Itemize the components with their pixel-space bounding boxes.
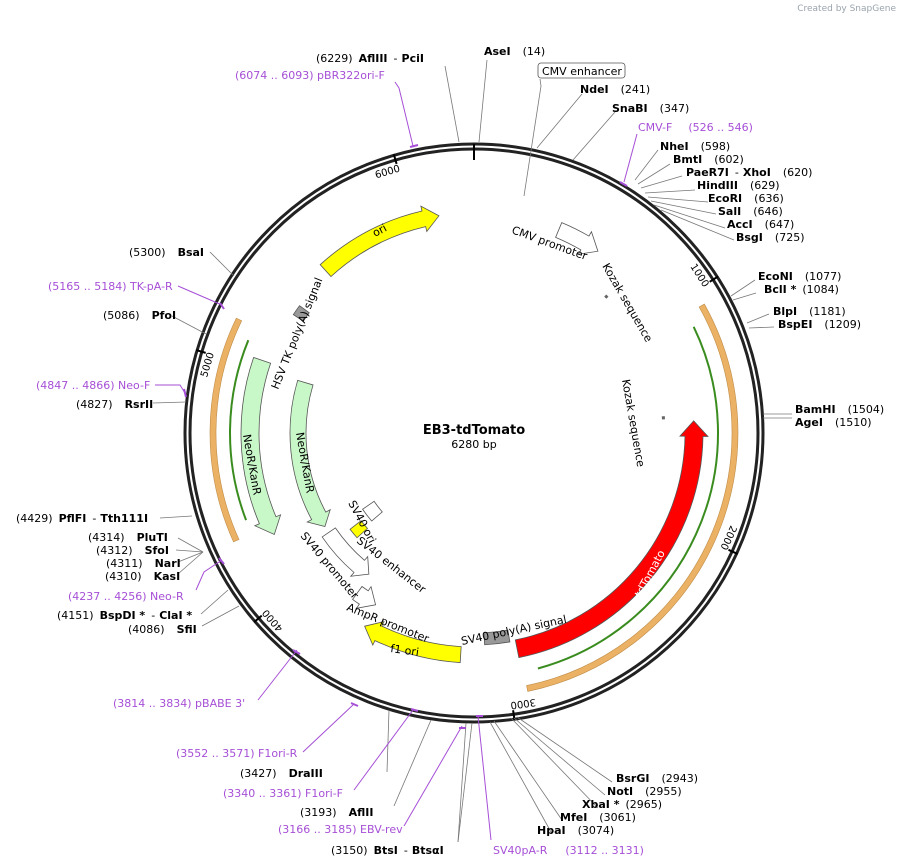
svg-text:NotI(2955): NotI(2955) xyxy=(607,785,682,798)
primer-markers xyxy=(183,144,628,729)
svg-text:(3427)DraIII: (3427)DraIII xyxy=(240,767,323,780)
svg-text:BlpI(1181): BlpI(1181) xyxy=(773,305,846,318)
feature-arrow-12 xyxy=(289,379,331,528)
restriction-site-labels: (6229)AflIII-PciI AseI(14) NdeI(241) Sna… xyxy=(16,45,884,857)
backbone xyxy=(183,142,765,724)
svg-text:BamHI(1504): BamHI(1504) xyxy=(795,403,884,416)
svg-text:(4314)PluTI: (4314)PluTI xyxy=(88,531,168,544)
svg-text:(5165 .. 5184) TK-pA-R: (5165 .. 5184) TK-pA-R xyxy=(48,280,173,293)
svg-text:SalI(646): SalI(646) xyxy=(718,205,783,218)
svg-text:(4310)KasI: (4310)KasI xyxy=(105,570,180,583)
svg-text:(3814 .. 3834) pBABE 3': (3814 .. 3834) pBABE 3' xyxy=(113,697,245,710)
svg-text:(5086)PfoI: (5086)PfoI xyxy=(103,309,176,322)
leader-lines xyxy=(152,59,792,843)
cmv-enhancer-label-box xyxy=(537,62,626,79)
svg-text:CMV enhancer: CMV enhancer xyxy=(542,65,622,78)
svg-text:(4086)SfiI: (4086)SfiI xyxy=(128,623,197,636)
svg-text:BmtI(602): BmtI(602) xyxy=(673,153,744,166)
tick-label-4000: 4000 xyxy=(261,607,286,633)
svg-text:(5300)BsaI: (5300)BsaI xyxy=(129,246,204,259)
feature-labels: CMV enhancer CMV promoter Kozak sequence… xyxy=(240,62,668,659)
svg-text:(4429)PflFI-Tth111I: (4429)PflFI-Tth111I xyxy=(16,512,148,525)
feature-arrow-4 xyxy=(514,420,709,659)
tick-mark-6000 xyxy=(392,154,398,165)
svg-text:BclI *(1084): BclI *(1084) xyxy=(764,283,839,296)
svg-text:SnaBI(347): SnaBI(347) xyxy=(612,102,689,115)
tick-mark-5000 xyxy=(195,349,206,354)
svg-text:AccI(647): AccI(647) xyxy=(727,218,794,231)
svg-text:MfeI(3061): MfeI(3061) xyxy=(560,811,636,824)
orf-layer xyxy=(209,303,739,692)
svg-text:(4827)RsrII: (4827)RsrII xyxy=(76,398,153,411)
plasmid-name: EB3-tdTomato xyxy=(423,423,525,438)
feature-kozak-2 xyxy=(604,294,609,299)
svg-text:(4312)SfoI: (4312)SfoI xyxy=(96,544,169,557)
svg-text:f1 ori: f1 ori xyxy=(390,642,420,659)
feature-box-9 xyxy=(349,520,369,539)
tick-label-1000: 1000 xyxy=(688,262,711,289)
svg-text:EcoRI(636): EcoRI(636) xyxy=(708,192,784,205)
svg-text:Kozak sequence: Kozak sequence xyxy=(619,378,647,468)
svg-text:AseI(14): AseI(14) xyxy=(484,45,545,58)
plasmid-length: 6280 bp xyxy=(451,438,496,451)
svg-text:(4151)BspDI *-ClaI *: (4151)BspDI *-ClaI * xyxy=(57,609,192,622)
svg-text:(3166 .. 3185) EBV-rev: (3166 .. 3185) EBV-rev xyxy=(278,823,403,836)
svg-text:(6229)AflIII-PciI: (6229)AflIII-PciI xyxy=(316,52,424,65)
svg-text:CMV-F(526 .. 546): CMV-F(526 .. 546) xyxy=(638,121,753,134)
orf-band-1 xyxy=(209,317,243,543)
svg-text:(4847 .. 4866) Neo-F: (4847 .. 4866) Neo-F xyxy=(36,379,150,392)
svg-text:(4237 .. 4256) Neo-R: (4237 .. 4256) Neo-R xyxy=(68,590,184,603)
svg-text:EcoNI(1077): EcoNI(1077) xyxy=(758,270,841,283)
svg-text:(3150)BtsI-BtsαI: (3150)BtsI-BtsαI xyxy=(331,844,444,857)
svg-text:HpaI(3074): HpaI(3074) xyxy=(537,824,614,837)
primer-labels: (6074 .. 6093) pBR322ori-F CMV-F(526 .. … xyxy=(36,69,753,857)
svg-text:PaeR7I-XhoI(620): PaeR7I-XhoI(620) xyxy=(686,166,812,179)
svg-text:XbaI *(2965): XbaI *(2965) xyxy=(582,798,662,811)
svg-text:BspEI(1209): BspEI(1209) xyxy=(778,318,861,331)
svg-text:AgeI(1510): AgeI(1510) xyxy=(795,416,872,429)
feature-layer xyxy=(240,205,709,664)
feature-arrow-11 xyxy=(240,356,282,536)
svg-text:HSV TK poly(A) signal: HSV TK poly(A) signal xyxy=(269,276,326,391)
svg-text:(3193)AflII: (3193)AflII xyxy=(300,806,373,819)
feature-arrow-7 xyxy=(352,585,377,609)
svg-text:HindIII(629): HindIII(629) xyxy=(697,179,780,192)
svg-text:ori: ori xyxy=(370,221,389,239)
feature-box-10 xyxy=(362,500,383,522)
svg-text:BsrGI(2943): BsrGI(2943) xyxy=(616,772,698,785)
tick-label-3000: 3000 xyxy=(510,696,537,710)
feature-box-13 xyxy=(292,305,310,322)
feature-arrow-14 xyxy=(319,205,440,278)
feature-arrow-6 xyxy=(364,621,462,664)
svg-text:(4311)NarI: (4311)NarI xyxy=(106,557,181,570)
feature-arrow-1 xyxy=(555,222,599,255)
orf-band-0 xyxy=(526,303,739,692)
primer-leader-lines xyxy=(155,81,638,841)
orf-line-0 xyxy=(537,326,719,670)
svg-text:BsgI(725): BsgI(725) xyxy=(736,231,805,244)
tick-mark-4000 xyxy=(253,614,263,623)
svg-text:NheI(598): NheI(598) xyxy=(660,140,730,153)
svg-text:(3340 .. 3361) F1ori-F: (3340 .. 3361) F1ori-F xyxy=(223,787,343,800)
snapgene-watermark: Created by SnapGene xyxy=(797,4,896,14)
orf-line-1 xyxy=(229,339,250,521)
tick-mark-2000 xyxy=(728,548,738,555)
svg-text:(6074 .. 6093) pBR322ori-F: (6074 .. 6093) pBR322ori-F xyxy=(235,69,385,82)
svg-text:Kozak sequence: Kozak sequence xyxy=(599,261,655,345)
svg-text:SV40pA-R(3112 .. 3131): SV40pA-R(3112 .. 3131) xyxy=(493,844,644,857)
feature-arrow-8 xyxy=(321,527,370,577)
svg-text:(3552 .. 3571) F1ori-R: (3552 .. 3571) F1ori-R xyxy=(176,747,298,760)
feature-box-5 xyxy=(483,629,511,646)
svg-text:NdeI(241): NdeI(241) xyxy=(580,83,650,96)
tick-mark-1000 xyxy=(709,275,719,283)
